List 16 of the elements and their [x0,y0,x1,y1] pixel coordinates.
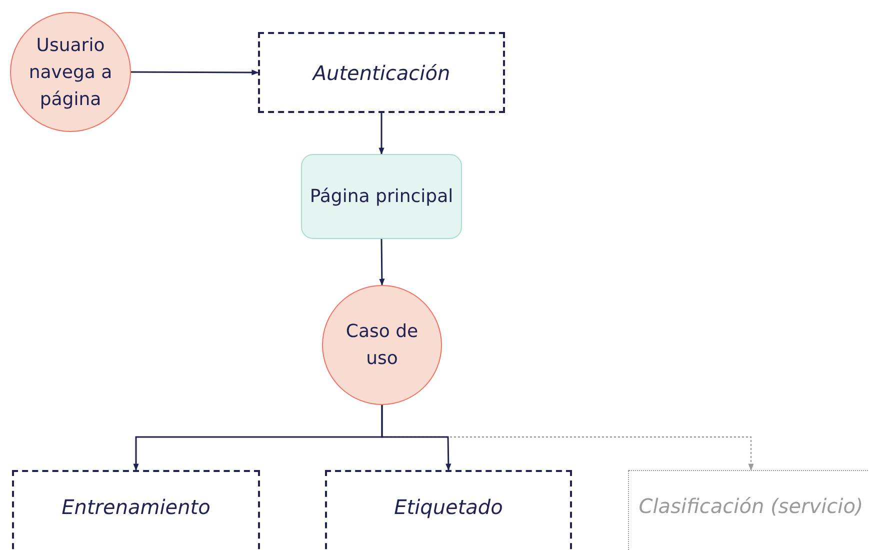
arrow [131,70,259,76]
process-box [258,32,505,113]
node-label: Entrenamiento [62,494,210,521]
node-label: Clasificación (servicio) [638,493,864,520]
page-box [301,154,462,239]
node-label: Usuario navega a página [28,34,114,112]
arrow [381,405,452,471]
node-label: Etiquetado [394,494,503,521]
arrow [378,113,384,155]
node-label: Autenticación [312,60,450,86]
arrow [379,239,385,286]
process-box [12,470,260,550]
node-label: Caso de uso [344,320,420,371]
service-box [628,470,869,550]
node-label: Página principal [310,185,454,209]
process-box [325,470,572,550]
